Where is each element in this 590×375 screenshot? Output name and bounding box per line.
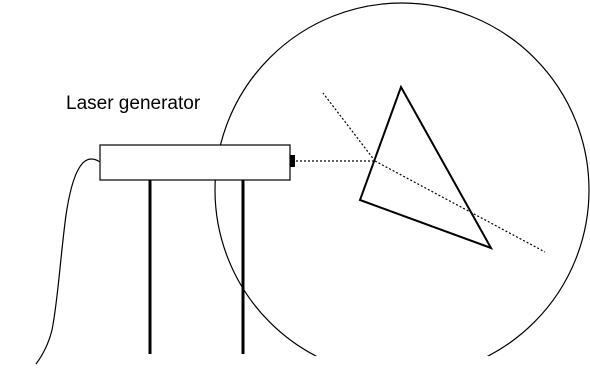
laser-generator-label: Laser generator [66, 93, 201, 114]
reflected-ray [322, 92, 376, 162]
circular-container [214, 2, 590, 356]
refracted-ray [374, 160, 546, 253]
triangular-prism [358, 84, 494, 250]
laser-aperture [290, 155, 295, 167]
laser-generator-body [99, 144, 291, 181]
power-cable [35, 158, 101, 365]
